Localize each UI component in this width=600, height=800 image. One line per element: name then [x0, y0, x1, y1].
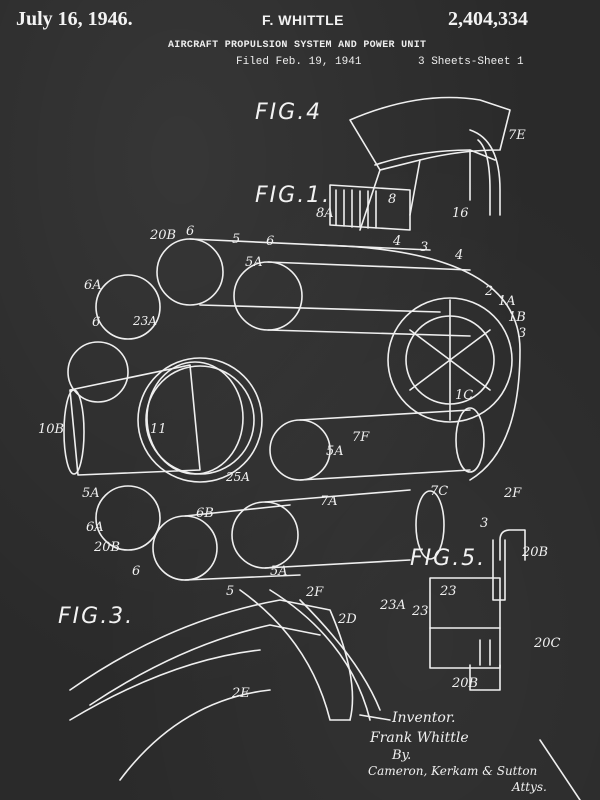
- ref-label: 2: [485, 284, 494, 299]
- patent-inventor-surname: F. WHITTLE: [262, 12, 344, 28]
- patent-date: July 16, 1946.: [16, 8, 133, 30]
- filed-date: Filed Feb. 19, 1941: [236, 56, 362, 68]
- ref-label: 5: [232, 232, 241, 247]
- ref-label: 3: [420, 240, 429, 255]
- sheet-count: 3 Sheets-Sheet 1: [418, 56, 524, 68]
- ref-label: 20B: [452, 676, 479, 691]
- ref-label: 2D: [338, 612, 357, 627]
- fig3-vane-drawing: [69, 589, 381, 781]
- ref-label: 5A: [82, 486, 100, 501]
- ref-label: 5A: [326, 444, 344, 459]
- fig1-engine-drawing: [63, 238, 521, 581]
- ref-label: 4: [455, 248, 464, 263]
- attorneys-name: Cameron, Kerkam & Sutton: [368, 764, 538, 778]
- fig3-label: FIG.3.: [58, 604, 135, 629]
- ref-label: 20B: [522, 545, 549, 560]
- ref-label: 2F: [306, 585, 324, 600]
- ref-label: 3: [480, 516, 489, 531]
- ref-label: 7A: [320, 494, 338, 509]
- ref-label: 1C: [455, 388, 474, 403]
- ref-label: 23A: [133, 314, 157, 328]
- ref-label: 5A: [270, 564, 288, 579]
- by-label: By.: [392, 748, 412, 763]
- ref-label: 4: [393, 234, 402, 249]
- ref-label: 2F: [504, 486, 522, 501]
- ref-label: 20B: [94, 540, 121, 555]
- ref-label: 6: [92, 315, 101, 330]
- ref-label: 6A: [86, 520, 104, 535]
- fig4-duct-drawing: [329, 96, 511, 231]
- ref-label: 7F: [352, 430, 370, 445]
- ref-label: 7E: [508, 128, 526, 143]
- ref-label: 2E: [232, 686, 250, 701]
- ref-label: 20B: [150, 228, 177, 243]
- ref-label: 5: [226, 584, 235, 599]
- fig1-label: FIG.1.: [255, 183, 332, 208]
- ref-label: 6B: [196, 506, 214, 521]
- ref-label: 23: [440, 584, 457, 599]
- fig4-label: FIG.4: [255, 100, 323, 125]
- patent-title: AIRCRAFT PROPULSION SYSTEM AND POWER UNI…: [168, 40, 427, 51]
- ref-label: 6: [266, 234, 275, 249]
- inventor-label: Inventor.: [392, 710, 456, 726]
- ref-label: 5A: [245, 255, 263, 270]
- ref-label: 6: [132, 564, 141, 579]
- ref-label: 8A: [316, 206, 334, 221]
- patent-number: 2,404,334: [448, 8, 528, 30]
- ref-label: 1A: [498, 294, 516, 309]
- ref-label: 16: [452, 206, 469, 221]
- ref-label: 10B: [38, 422, 65, 437]
- ref-label: 20C: [534, 636, 561, 651]
- ref-label: 7C: [430, 484, 449, 499]
- ref-label: 25A: [226, 470, 250, 484]
- ref-label: 11: [150, 422, 167, 437]
- ref-label: 6: [186, 224, 195, 239]
- ref-label: 1B: [508, 310, 526, 325]
- fig5-box-drawing: [429, 529, 526, 691]
- ref-label: 8: [388, 192, 397, 207]
- ref-label: 3: [518, 326, 527, 341]
- fig5-label: FIG.5.: [410, 546, 487, 571]
- inventor-name: Frank Whittle: [370, 730, 469, 746]
- ref-label: 23A: [380, 598, 406, 613]
- ref-label: 6A: [84, 278, 102, 293]
- attorneys-label: Attys.: [512, 780, 547, 794]
- ref-label: 23: [412, 604, 429, 619]
